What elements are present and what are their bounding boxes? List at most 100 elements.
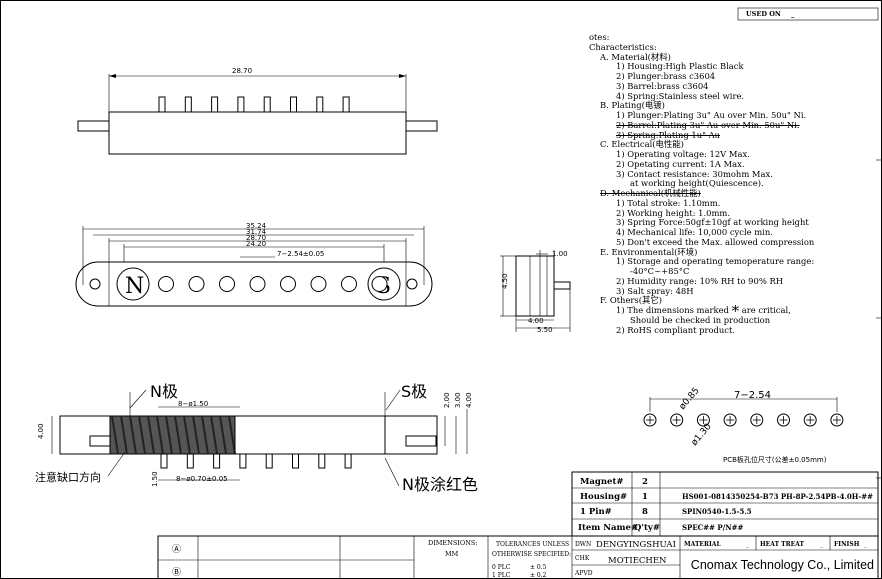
bom-row-2-qty: 8 <box>642 507 648 517</box>
hatch-line <box>174 415 182 455</box>
pcb-note: PCB板孔位尺寸(公差±0.05mm) <box>723 455 827 464</box>
top-pin <box>158 96 166 113</box>
section-c: C. Electrical(电性能) <box>600 139 684 150</box>
bom-row-3-part: SPEC## P/N## <box>682 523 743 532</box>
hatch-line <box>111 415 119 455</box>
section-pitch2-dim: 8−ø0.70±0.05 <box>176 475 228 483</box>
tolerances-label: TOLERANCES UNLESS <box>496 541 569 548</box>
finish-label: FINISH <box>834 541 860 548</box>
chk-value: MOTIECHEN <box>608 556 667 566</box>
hatch-line <box>183 415 191 455</box>
hatch-line <box>147 415 155 455</box>
right-h2-dim: 3.00 <box>454 392 462 408</box>
dwn-value: DENGYINGSHUAI <box>596 540 676 550</box>
side-width-dim: 4.00 <box>528 317 544 325</box>
note-item: 1) Storage and operating temoperature ra… <box>616 256 815 267</box>
top-pin <box>237 96 245 113</box>
section-pin <box>344 453 352 469</box>
right-h3-dim: 4.00 <box>465 392 473 408</box>
critical-text: 1) The dimensions marked <box>616 305 729 315</box>
hatch-line <box>210 415 218 455</box>
section-pin <box>265 453 273 469</box>
used-on: USED ON _ <box>746 10 794 18</box>
section-b: B. Plating(电镀) <box>600 100 665 111</box>
section-pin <box>160 453 168 469</box>
note-item: 1) Total stroke: 1.10mm. <box>616 197 721 208</box>
section-pin <box>186 453 194 469</box>
bom-row-3-qty: Q'ty# <box>634 523 660 533</box>
note-item: 2) Opetating current: 1A Max. <box>616 158 745 169</box>
section-left-t-dim: 1.50 <box>151 471 159 487</box>
note-item: Should be checked in production <box>630 314 771 325</box>
section-pitch-dim: 8−ø1.50 <box>178 400 208 408</box>
plc0: 0 PLC <box>492 564 511 571</box>
hatch-line <box>219 415 227 455</box>
hatch-line <box>165 415 173 455</box>
bom-row-1-part: HS001-0814350254-B73 PH-8P-2.54PB-4.0H-#… <box>682 492 873 501</box>
hatch-line <box>228 415 236 455</box>
side-total-dim: 5.50 <box>537 326 553 334</box>
note-item-critical: 1) The dimensions marked * are critical, <box>589 304 879 319</box>
notes-block: otes: Characteristics: A. Material(材料) 1… <box>589 32 879 335</box>
note-item: 2) RoHS compliant product. <box>616 324 735 335</box>
n-pole-label: N极 <box>150 382 178 401</box>
chk-label: CHK <box>575 555 590 562</box>
top-view: 28.70 <box>77 67 438 155</box>
rev-a: Ⓐ <box>172 544 181 555</box>
n-mark: N <box>125 274 144 299</box>
right-h1-dim: 2.00 <box>443 392 451 408</box>
section-left-h-dim: 4.00 <box>37 423 45 439</box>
dwn-label: DWN <box>575 541 591 548</box>
used-on-box <box>737 7 879 21</box>
s-pole-label: S极 <box>401 382 427 401</box>
used-on-label: USED ON <box>746 10 781 18</box>
front-pin <box>158 276 174 292</box>
top-width-dim: 28.70 <box>232 67 252 75</box>
bom-row-1-name: Housing# <box>580 492 627 502</box>
otherwise-label: OTHERWISE SPECIFIED: <box>492 551 571 558</box>
dim-31-74: 31.74 <box>246 228 267 236</box>
note-item: at working height(Quiescence). <box>630 178 764 189</box>
bom-row-1-qty: 1 <box>642 492 648 502</box>
section-e: E. Environmental(环境) <box>600 246 698 257</box>
hatch-line <box>201 415 209 455</box>
side-tip-dim: 1.00 <box>552 250 568 258</box>
section-view: 8−ø1.50 8−ø0.70±0.05 4.00 1.50 2.00 3.00… <box>35 382 478 494</box>
front-pin <box>310 276 327 292</box>
note-item-struck: 2) Barrel:Plating 3u" Au over Min. 50u" … <box>616 119 800 130</box>
top-pin <box>290 96 297 113</box>
note-item: 1) Operating voltage: 12V Max. <box>616 149 750 159</box>
dim-28-70: 28.70 <box>246 234 266 242</box>
title-block <box>157 535 879 579</box>
front-pitch-dim: 7−2.54±0.05 <box>277 250 324 258</box>
note-item: 1) Plunger:Plating 3u" Au over Min. 50u"… <box>616 110 807 120</box>
hatch-line <box>120 415 128 455</box>
note-item: 3) Spring Force:50gf±10gf at working hei… <box>616 217 809 228</box>
front-view: 35.24 31.74 28.70 24.20 7−2.54±0.05 N S <box>75 222 433 307</box>
note-item: 4) Mechanical life: 10,000 cycle min. <box>616 227 773 237</box>
notch-label: 注意缺口方向 <box>35 470 101 484</box>
front-pin <box>219 276 235 292</box>
heat-treat-label: HEAT TREAT <box>760 541 804 548</box>
material-label: MATERIAL <box>684 541 721 548</box>
top-pin <box>263 96 271 113</box>
dim-35-24: 35.24 <box>246 222 267 230</box>
note-item: 2) Plunger:brass c3604 <box>616 71 716 81</box>
hatch-line <box>192 415 200 455</box>
section-pin <box>239 453 247 469</box>
side-view: 1.00 4.50 4.00 5.50 <box>500 250 571 334</box>
hatch-line <box>129 415 137 455</box>
finish-dash: _ <box>864 541 867 548</box>
top-pin <box>316 96 324 113</box>
bom-row-2-name: 1 Pin# <box>580 507 612 517</box>
critical-text-2: are critical, <box>741 305 791 315</box>
note-item: 3) Contact resistance: 30mohm Max. <box>616 168 773 179</box>
note-item: -40°C~+85°C <box>630 266 690 276</box>
bom-row-0-qty: 2 <box>642 477 648 487</box>
section-d: D. Mechanical(机械性能) <box>600 188 701 198</box>
top-pin <box>342 96 350 113</box>
apvd-label: APVD <box>574 570 593 577</box>
hatch-line <box>138 415 146 455</box>
note-item: 1) Housing:High Plastic Black <box>616 61 744 72</box>
